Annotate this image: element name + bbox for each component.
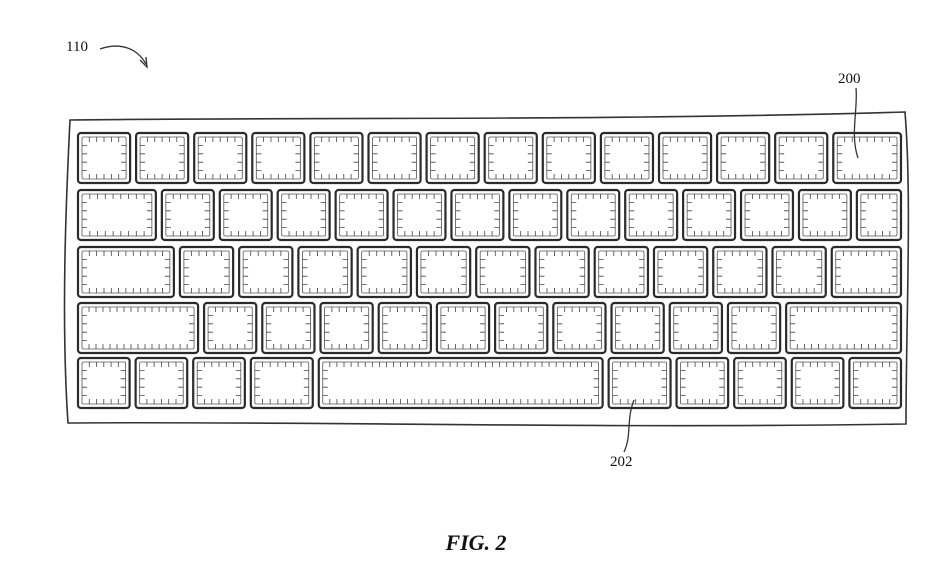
key <box>134 131 190 185</box>
reference-label-110: 110 <box>66 39 88 55</box>
key <box>238 245 294 299</box>
key <box>297 245 353 299</box>
label-110-arrow <box>99 45 147 65</box>
key <box>624 188 679 242</box>
key <box>160 188 215 242</box>
key <box>334 188 389 242</box>
key <box>483 131 538 185</box>
key <box>566 188 621 242</box>
key <box>790 356 845 410</box>
key <box>675 356 730 410</box>
reference-label-202: 202 <box>610 454 633 470</box>
key <box>276 188 331 242</box>
key <box>739 188 795 242</box>
key <box>715 131 771 185</box>
figure-caption: FIG. 2 <box>445 530 507 555</box>
key <box>552 301 607 355</box>
key <box>450 188 505 242</box>
key <box>475 245 531 299</box>
key <box>541 131 596 185</box>
key <box>134 356 189 410</box>
key <box>726 301 782 355</box>
key <box>733 356 787 410</box>
key <box>712 245 768 299</box>
keyboard-outline <box>63 111 910 427</box>
key <box>771 245 827 299</box>
key <box>415 245 472 299</box>
key <box>832 131 903 185</box>
label-110-arrowhead <box>139 56 148 69</box>
key <box>356 245 413 299</box>
key <box>218 188 273 242</box>
key <box>76 301 200 355</box>
key <box>599 131 655 185</box>
key <box>774 131 829 185</box>
key <box>435 301 491 355</box>
key <box>855 188 903 242</box>
key <box>682 188 737 242</box>
key <box>494 301 549 355</box>
key <box>249 356 314 410</box>
key <box>317 356 604 410</box>
key <box>367 131 422 185</box>
leader-line-202 <box>623 399 635 453</box>
key <box>251 131 306 185</box>
key <box>610 301 665 355</box>
key <box>319 301 374 355</box>
key <box>76 245 175 299</box>
key <box>508 188 563 242</box>
key <box>309 131 364 185</box>
key <box>193 131 248 185</box>
key <box>785 301 903 355</box>
key <box>593 245 650 299</box>
reference-label-200: 200 <box>838 71 861 87</box>
key <box>425 131 480 185</box>
leader-line-200 <box>853 87 859 159</box>
key <box>848 356 903 410</box>
key <box>392 188 447 242</box>
key <box>76 188 157 242</box>
key <box>76 356 131 410</box>
key <box>261 301 316 355</box>
key <box>534 245 590 299</box>
key <box>607 356 672 410</box>
key <box>668 301 724 355</box>
key <box>202 301 258 355</box>
key <box>377 301 433 355</box>
key <box>76 131 132 185</box>
key <box>830 245 903 299</box>
key <box>797 188 852 242</box>
key <box>657 131 713 185</box>
key <box>178 245 235 299</box>
key <box>192 356 246 410</box>
key <box>652 245 709 299</box>
